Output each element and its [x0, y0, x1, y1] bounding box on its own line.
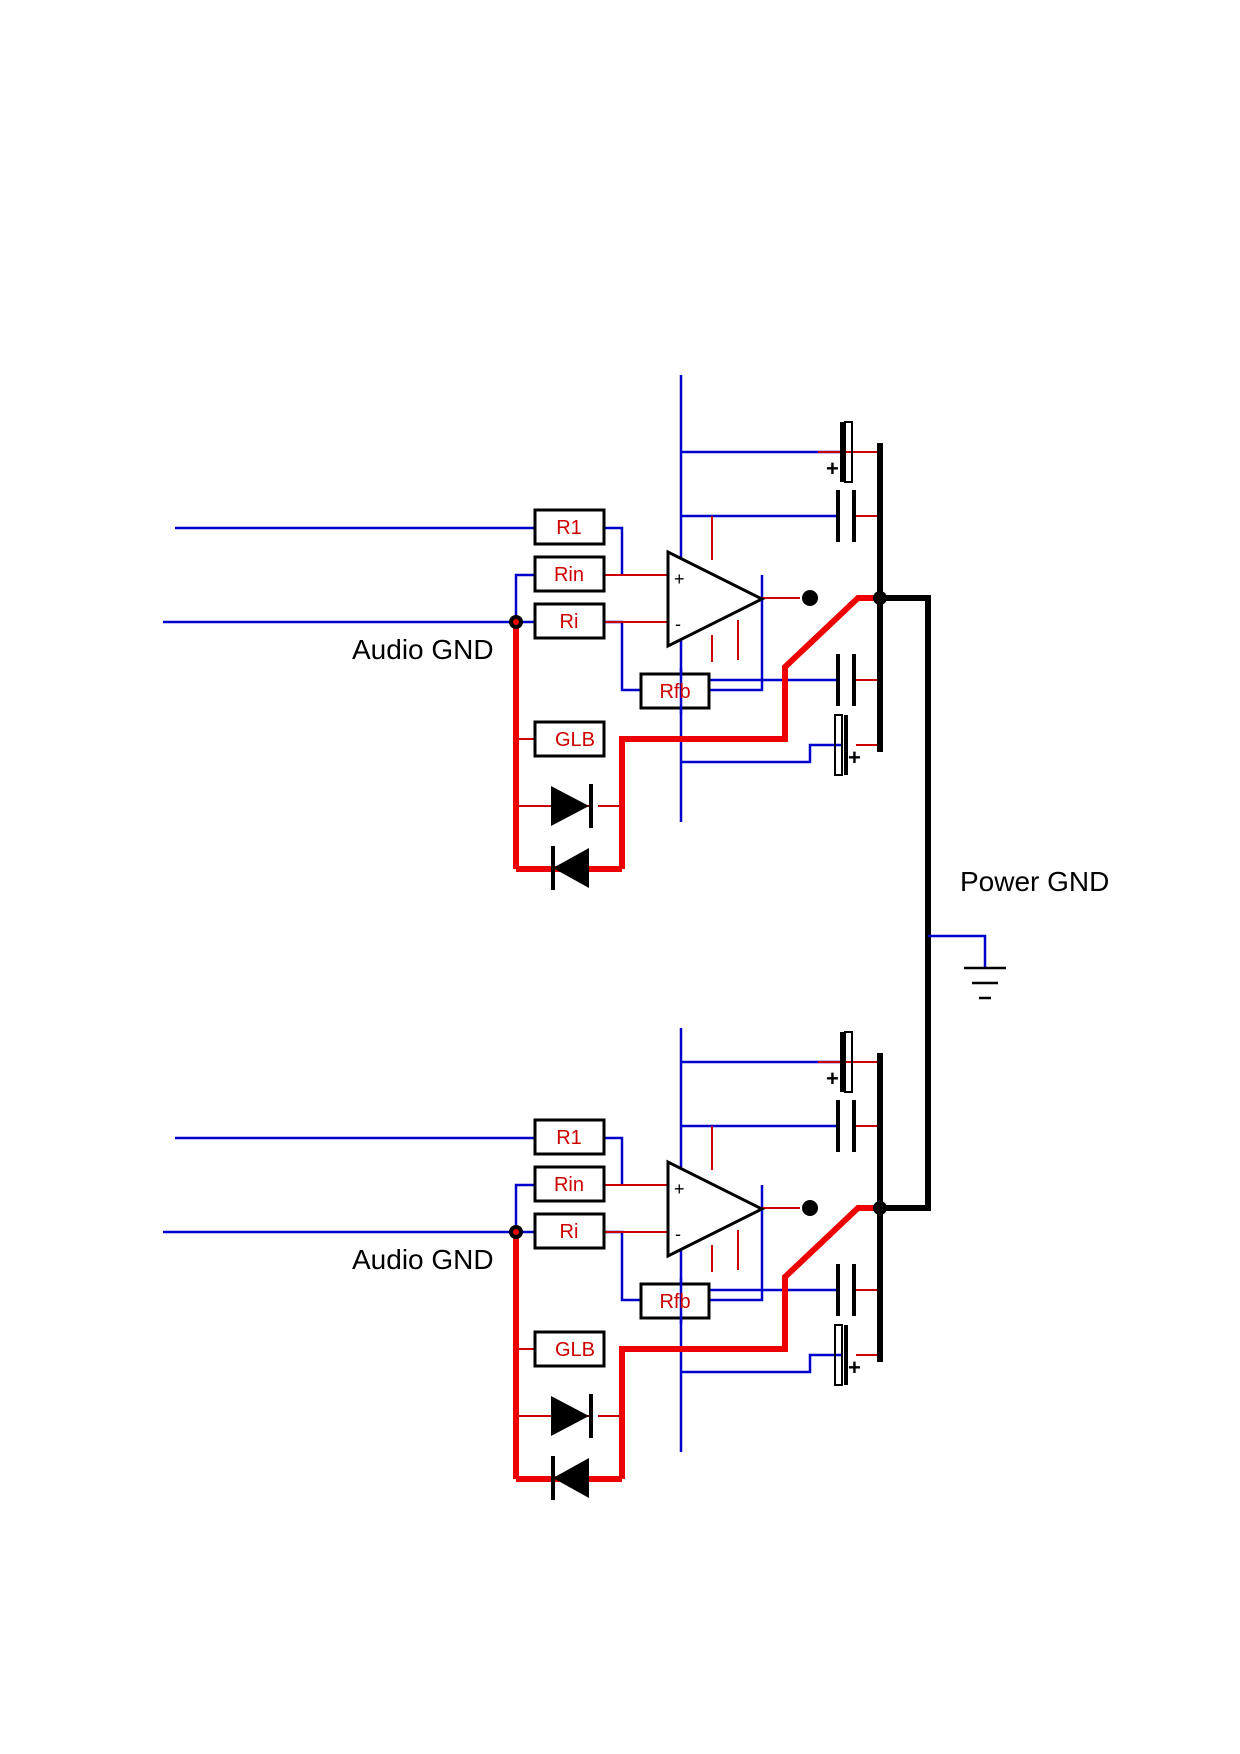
- diode-forward: [551, 784, 593, 828]
- opamp-minus-label: -: [675, 1224, 681, 1244]
- resistor-r1: R1: [533, 1118, 606, 1156]
- resistor-ri: Ri: [533, 602, 606, 640]
- cap-polarity-plus: +: [848, 745, 861, 770]
- ceramic-cap-bottom: [836, 654, 856, 706]
- ground-symbol-icon: [964, 966, 1006, 1000]
- resistor-glb: GLB: [533, 1330, 606, 1368]
- channel-1-resistors: R1 Rin Ri Rfb GLB: [533, 508, 711, 758]
- cap-polarity-plus: +: [848, 1355, 861, 1380]
- power-ground-bus: Power GND: [880, 595, 1109, 1211]
- power-gnd-label: Power GND: [960, 866, 1109, 897]
- resistor-rin: Rin: [533, 1165, 606, 1203]
- channel-1-audio-gnd-label: Audio GND: [352, 634, 494, 665]
- channel-2-signal-wiring: [163, 1028, 842, 1452]
- electrolytic-cap-bottom: +: [834, 714, 861, 776]
- channel-1-opamp: + -: [666, 549, 766, 649]
- cap-polarity-plus: +: [826, 456, 839, 481]
- channel-2-resistors: R1 Rin Ri Rfb GLB: [533, 1118, 711, 1368]
- electrolytic-cap-bottom: +: [834, 1324, 861, 1386]
- ceramic-cap-bottom: [836, 1264, 856, 1316]
- resistor-ri: Ri: [533, 1212, 606, 1250]
- resistor-rin: Rin: [533, 555, 606, 593]
- resistor-rfb-label: Rfb: [659, 1291, 690, 1313]
- diode-reverse: [551, 1456, 589, 1500]
- resistor-glb: GLB: [533, 720, 606, 758]
- channel-1-diodes: [551, 784, 593, 890]
- channel-1-output-node: [802, 590, 818, 606]
- resistor-r1-label: R1: [556, 1127, 582, 1149]
- diode-reverse: [551, 846, 589, 890]
- channel-2: R1 Rin Ri Rfb GLB + -: [163, 1028, 887, 1500]
- channel-2-diodes: [551, 1394, 593, 1500]
- resistor-ri-label: Ri: [560, 611, 579, 633]
- channel-2-capacitors: + +: [826, 1031, 861, 1386]
- electrolytic-cap-top: +: [826, 1031, 853, 1093]
- resistor-rin-label: Rin: [554, 564, 584, 586]
- opamp-plus-label: +: [674, 1179, 685, 1199]
- resistor-r1: R1: [533, 508, 606, 546]
- cap-polarity-plus: +: [826, 1066, 839, 1091]
- channel-2-opamp: + -: [666, 1159, 766, 1259]
- opamp-minus-label: -: [675, 614, 681, 634]
- resistor-glb-label: GLB: [555, 1339, 595, 1361]
- resistor-glb-label: GLB: [555, 729, 595, 751]
- electrolytic-cap-top: +: [826, 421, 853, 483]
- resistor-rfb-label: Rfb: [659, 681, 690, 703]
- channel-1-capacitors: + +: [826, 421, 861, 776]
- ceramic-cap-top: [836, 490, 856, 542]
- resistor-rfb: Rfb: [639, 1278, 711, 1324]
- opamp-plus-label: +: [674, 569, 685, 589]
- channel-2-audio-gnd-label: Audio GND: [352, 1244, 494, 1275]
- resistor-rin-label: Rin: [554, 1174, 584, 1196]
- resistor-ri-label: Ri: [560, 1221, 579, 1243]
- resistor-rfb: Rfb: [639, 668, 711, 714]
- ceramic-cap-top: [836, 1100, 856, 1152]
- resistor-r1-label: R1: [556, 517, 582, 539]
- diode-forward: [551, 1394, 593, 1438]
- channel-2-output-node: [802, 1200, 818, 1216]
- channel-1: R1 Rin Ri Rfb GLB + -: [163, 375, 887, 890]
